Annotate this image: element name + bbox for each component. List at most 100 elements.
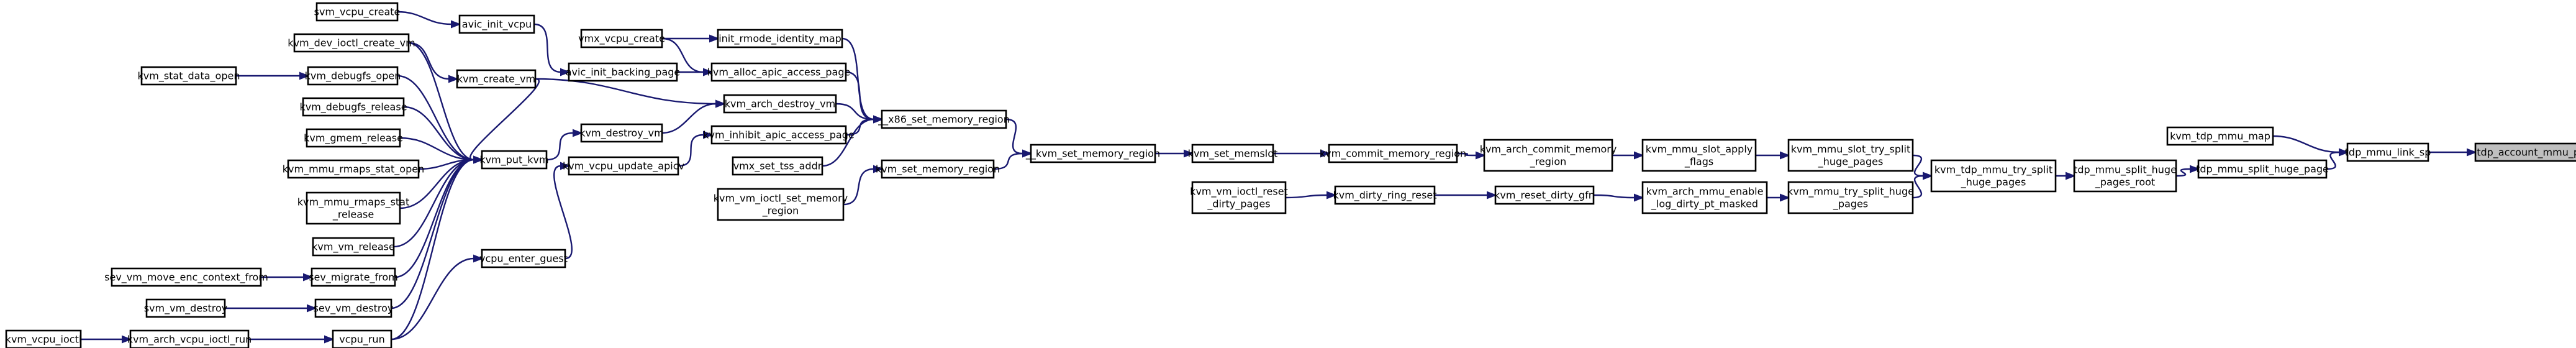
node-kvm-mmu-slot-try-split-huge-pages[interactable]: kvm_mmu_slot_try_split_huge_pages	[1787, 139, 1914, 172]
arrowhead-icon	[560, 68, 571, 76]
node-kvm-debugfs-release[interactable]: kvm_debugfs_release	[299, 97, 407, 117]
node-kvm-mmu-slot-apply-flags[interactable]: kvm_mmu_slot_apply_flags	[1641, 139, 1757, 172]
edge-sev-vm-move-enc-context-from-to-sev-migrate-from	[260, 273, 314, 282]
edge-kvm-mmu-slot-apply-flags-to-kvm-mmu-slot-try-split-huge-pages	[1755, 151, 1790, 160]
arrowhead-icon	[2190, 165, 2200, 173]
node-box	[568, 156, 679, 176]
edge-kvm-dev-ioctl-create-vm-to-kvm-create-vm	[408, 42, 459, 83]
arrowhead-icon	[2066, 172, 2076, 180]
node-kvm-dirty-ring-reset[interactable]: kvm_dirty_ring_reset	[1333, 185, 1437, 205]
node-kvm-gmem-release[interactable]: kvm_gmem_release	[304, 128, 403, 148]
node-kvm-arch-commit-memory-region[interactable]: kvm_arch_commit_memory_region	[1480, 139, 1617, 172]
node-kvm-vm-ioctl-reset-dirty-pages[interactable]: kvm_vm_ioctl_reset_dirty_pages	[1190, 181, 1288, 214]
node-init-rmode-identity-map[interactable]: init_rmode_identity_map	[717, 29, 843, 48]
node-tdp-mmu-link-sp[interactable]: tdp_mmu_link_sp	[2345, 142, 2431, 162]
node-kvm-mmu-rmaps-stat-release[interactable]: kvm_mmu_rmaps_stat_release	[297, 191, 410, 225]
node-label: _dirty_pages	[1207, 198, 1270, 211]
node-x86-set-memory-region[interactable]: __x86_set_memory_region	[878, 109, 1010, 129]
node-box	[1483, 139, 1613, 172]
node-kvm-set-memory-region[interactable]: __kvm_set_memory_region	[1025, 144, 1160, 163]
node-box	[1328, 144, 1458, 163]
node-vcpu-run[interactable]: vcpu_run	[332, 329, 392, 348]
node-kvm-tdp-mmu-map[interactable]: kvm_tdp_mmu_map	[2166, 126, 2274, 146]
node-label: kvm_inhibit_apic_access_page	[703, 129, 854, 142]
node-tdp-mmu-split-huge-pages-root[interactable]: tdp_mmu_split_huge_pages_root	[2073, 159, 2177, 193]
node-label: kvm_gmem_release	[304, 132, 403, 145]
node-kvm-arch-vcpu-ioctl-run[interactable]: kvm_arch_vcpu_ioctl_run	[127, 329, 252, 348]
arrowhead-icon	[448, 75, 459, 83]
edge-line	[822, 118, 874, 167]
node-sev-vm-destroy[interactable]: sev_vm_destroy	[314, 298, 394, 318]
node-vcpu-enter-guest[interactable]: vcpu_enter_guest	[479, 249, 568, 268]
edge-kvm-reset-dirty-gfn-to-kvm-arch-mmu-enable-log-dirty-pt-masked	[1593, 193, 1644, 202]
node-kvm-set-memory-region[interactable]: kvm_set_memory_region	[876, 159, 1000, 179]
node-box	[2474, 142, 2576, 162]
node-kvm-mmu-try-split-huge-pages[interactable]: kvm_mmu_try_split_huge_pages	[1787, 181, 1914, 214]
node-tdp-account-mmu-page: tdp_account_mmu_page	[2474, 142, 2576, 162]
node-svm-vcpu-create[interactable]: svm_vcpu_create	[314, 2, 401, 22]
node-vmx-vcpu-create[interactable]: vmx_vcpu_create	[578, 29, 665, 48]
node-kvm-reset-dirty-gfn[interactable]: kvm_reset_dirty_gfn	[1494, 185, 1595, 205]
node-kvm-commit-memory-region[interactable]: kvm_commit_memory_region	[1320, 144, 1466, 163]
node-box	[315, 2, 399, 22]
node-label: __x86_set_memory_region	[878, 114, 1010, 126]
node-kvm-debugfs-open[interactable]: kvm_debugfs_open	[305, 66, 401, 86]
node-kvm-alloc-apic-access-page[interactable]: kvm_alloc_apic_access_page	[707, 62, 851, 82]
edge-vcpu-enter-guest-to-kvm-vcpu-update-apicv	[553, 162, 573, 260]
node-kvm-stat-data-open[interactable]: kvm_stat_data_open	[138, 66, 240, 86]
node-avic-init-vcpu[interactable]: avic_init_vcpu	[458, 14, 535, 34]
node-box	[287, 159, 420, 179]
node-kvm-vm-ioctl-set-memory-region[interactable]: kvm_vm_ioctl_set_memory_region	[714, 188, 848, 221]
node-box	[2346, 142, 2429, 162]
node-kvm-set-memslot[interactable]: kvm_set_memslot	[1188, 144, 1278, 163]
arrowhead-icon	[122, 335, 132, 344]
node-label: _huge_pages	[1961, 176, 2026, 189]
arrowhead-icon	[1320, 149, 1331, 158]
edge-line	[2272, 135, 2340, 153]
node-kvm-vm-release[interactable]: kvm_vm_release	[312, 237, 395, 257]
node-kvm-create-vm[interactable]: kvm_create_vm	[456, 69, 537, 89]
node-label: kvm_vm_ioctl_set_memory	[714, 193, 848, 205]
edge-avic-init-backing-page-to-kvm-alloc-apic-access-page	[676, 68, 714, 76]
edge-line	[391, 257, 474, 341]
node-tdp-mmu-split-huge-page[interactable]: tdp_mmu_split_huge_page	[2196, 159, 2329, 179]
node-box	[580, 123, 663, 143]
node-sev-migrate-from[interactable]: sev_migrate_from	[309, 267, 398, 287]
node-label: vcpu_enter_guest	[479, 253, 568, 265]
node-vmx-set-tss-addr[interactable]: vmx_set_tss_addr	[732, 156, 823, 176]
node-label: kvm_arch_commit_memory	[1480, 144, 1617, 156]
edge-line	[397, 11, 452, 25]
node-kvm-mmu-rmaps-stat-open[interactable]: kvm_mmu_rmaps_stat_open	[283, 159, 424, 179]
node-box	[1787, 139, 1914, 172]
node-sev-vm-move-enc-context-from[interactable]: sev_vm_move_enc_context_from	[104, 267, 268, 287]
node-label: __kvm_set_memory_region	[1025, 148, 1160, 160]
edge-line	[845, 71, 874, 121]
arrowhead-icon	[703, 68, 714, 76]
arrowhead-icon	[1022, 149, 1033, 158]
node-label: kvm_destroy_vm	[579, 127, 663, 140]
node-box	[1494, 185, 1595, 205]
node-svm-vm-destroy[interactable]: svm_vm_destroy	[144, 298, 228, 318]
node-label: _region	[762, 205, 799, 218]
node-kvm-inhibit-apic-access-page[interactable]: kvm_inhibit_apic_access_page	[703, 125, 855, 145]
node-kvm-vcpu-update-apicv[interactable]: kvm_vcpu_update_apicv	[563, 156, 684, 176]
node-kvm-arch-destroy-vm[interactable]: kvm_arch_destroy_vm	[723, 94, 837, 114]
edge-line	[393, 158, 474, 248]
node-box	[458, 14, 535, 34]
edge-line	[841, 37, 874, 121]
node-box	[140, 66, 237, 86]
node-kvm-dev-ioctl-create-vm[interactable]: kvm_dev_ioctl_create_vm	[288, 33, 415, 53]
edge-avic-init-vcpu-to-avic-init-backing-page	[533, 23, 571, 76]
node-kvm-vcpu-ioctl[interactable]: kvm_vcpu_ioctl	[6, 329, 82, 348]
node-kvm-arch-mmu-enable-log-dirty-pt-masked[interactable]: kvm_arch_mmu_enable_log_dirty_pt_masked	[1641, 181, 1768, 214]
node-kvm-put-kvm[interactable]: kvm_put_kvm	[479, 150, 549, 170]
node-label: kvm_vcpu_ioctl	[6, 334, 82, 346]
edge-kvm-debugfs-release-to-kvm-put-kvm	[403, 106, 484, 164]
node-kvm-destroy-vm[interactable]: kvm_destroy_vm	[579, 123, 664, 143]
edge-line	[2326, 151, 2340, 170]
edge-kvm-arch-mmu-enable-log-dirty-pt-masked-to-kvm-mmu-try-split-huge-pages	[1767, 193, 1790, 202]
node-kvm-tdp-mmu-try-split-huge-pages[interactable]: kvm_tdp_mmu_try_split_huge_pages	[1930, 159, 2057, 193]
node-label: _region	[1530, 156, 1567, 168]
node-box	[307, 66, 399, 86]
node-avic-init-backing-page[interactable]: avic_init_backing_page	[566, 62, 681, 82]
